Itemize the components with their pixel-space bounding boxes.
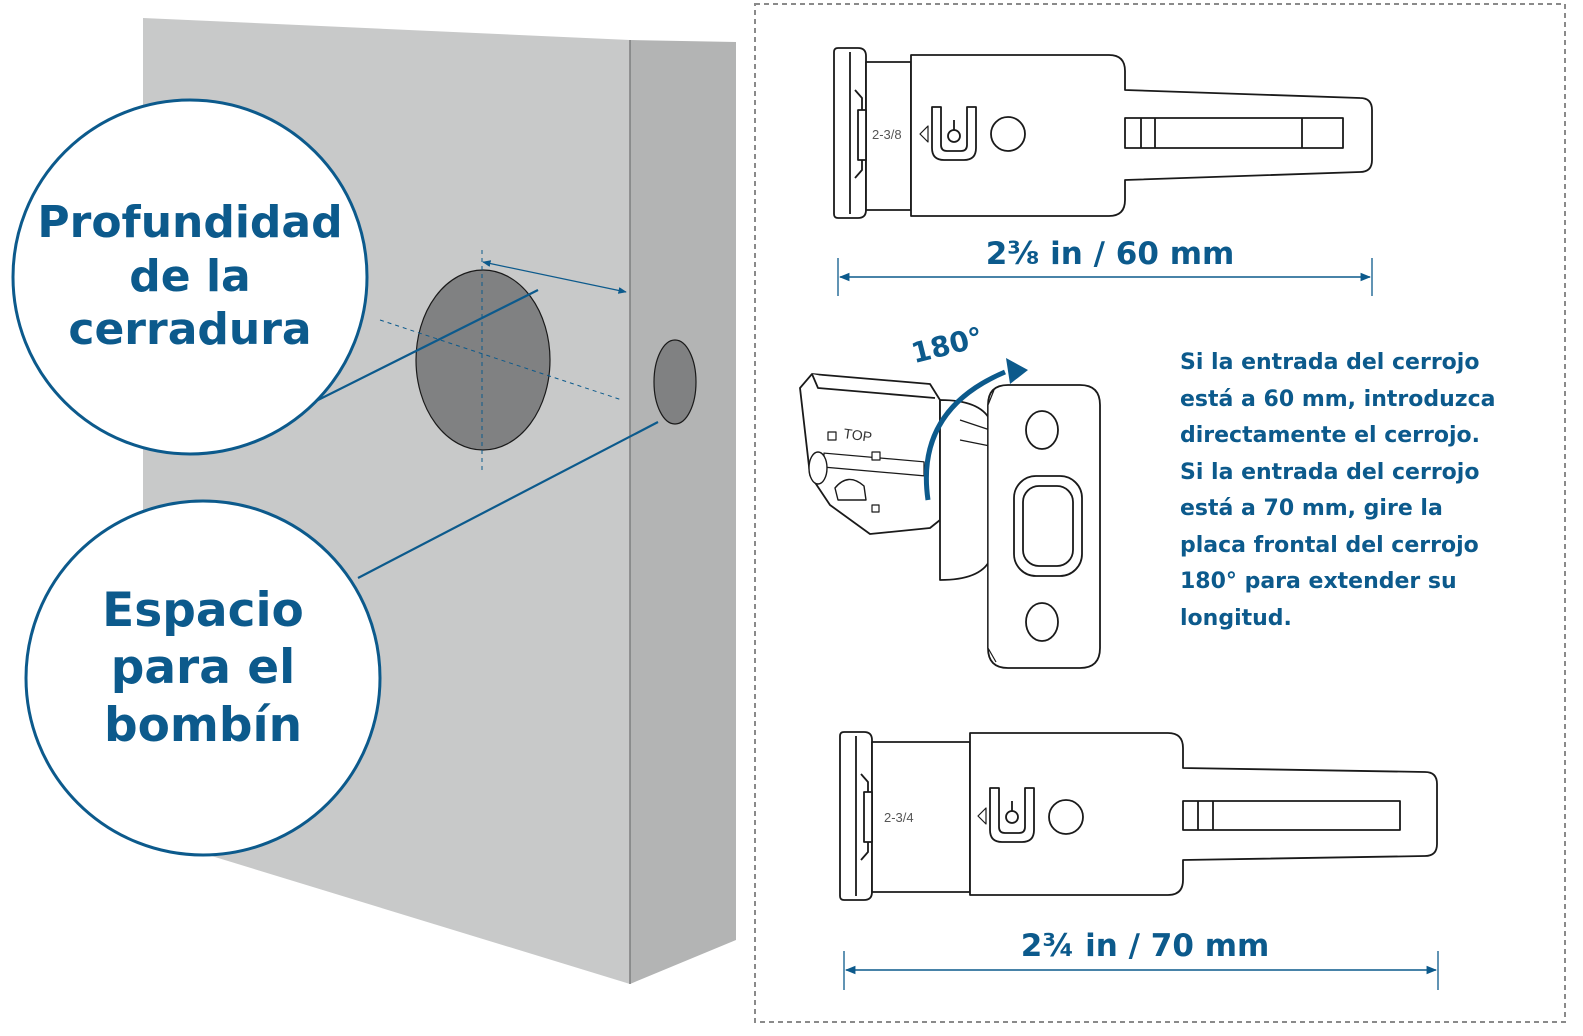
cylinder-callout-line-2: para el bbox=[110, 640, 296, 696]
dimension-label-70mm: 2¾ in / 70 mm bbox=[1020, 928, 1270, 964]
instruction-line-3: directamente el cerrojo. bbox=[1180, 423, 1480, 448]
depth-callout-circle bbox=[11, 98, 369, 456]
latch-70mm-marking: 2-3/4 bbox=[884, 810, 914, 825]
instruction-line-6: placa frontal del cerrojo bbox=[1180, 532, 1479, 558]
depth-callout-label: Profundidad de la cerradura bbox=[30, 196, 350, 357]
latch-70mm bbox=[839, 731, 1438, 901]
instruction-line-5: está a 70 mm, gire la bbox=[1180, 496, 1443, 521]
door-bore-hole bbox=[415, 269, 551, 451]
depth-callout-line-1: Profundidad bbox=[37, 197, 343, 248]
top-marking: TOP bbox=[843, 425, 873, 445]
latch-60mm-marking: 2-3/8 bbox=[872, 127, 902, 142]
instructions-panel-border bbox=[754, 3, 1566, 1023]
instruction-line-7: 180° para extender su bbox=[1180, 569, 1457, 594]
depth-callout-line-3: cerradura bbox=[68, 304, 312, 356]
backset-arrow bbox=[482, 260, 627, 294]
depth-callout-line-2: de la bbox=[129, 250, 251, 302]
cylinder-callout-label: Espacio para el bombín bbox=[43, 582, 363, 754]
instruction-line-8: longitud. bbox=[1180, 605, 1292, 631]
instruction-line-2: está a 60 mm, introduzca bbox=[1180, 386, 1496, 412]
instruction-line-4: Si la entrada del cerrojo bbox=[1180, 459, 1480, 485]
curved-arrow-head bbox=[1006, 358, 1028, 384]
instruction-line-1: Si la entrada del cerrojo bbox=[1180, 350, 1480, 375]
latch-hole bbox=[653, 339, 697, 425]
cylinder-leader-line bbox=[357, 421, 659, 579]
cylinder-callout-line-1: Espacio bbox=[102, 583, 304, 638]
door-edge-face bbox=[630, 40, 736, 984]
cylinder-callout-circle bbox=[24, 499, 382, 857]
door-illustration bbox=[11, 18, 736, 984]
latch-60mm bbox=[833, 47, 1373, 219]
depth-leader-line bbox=[311, 289, 539, 404]
cylinder-callout-line-3: bombín bbox=[103, 697, 303, 753]
curved-arrow-icon bbox=[923, 369, 1006, 501]
dimension-label-60mm: 2⅜ in / 60 mm bbox=[985, 236, 1235, 272]
instructions-text: Si la entrada del cerrojo está a 60 mm, … bbox=[1180, 345, 1560, 637]
latch-rotation-illustration bbox=[799, 373, 1101, 669]
